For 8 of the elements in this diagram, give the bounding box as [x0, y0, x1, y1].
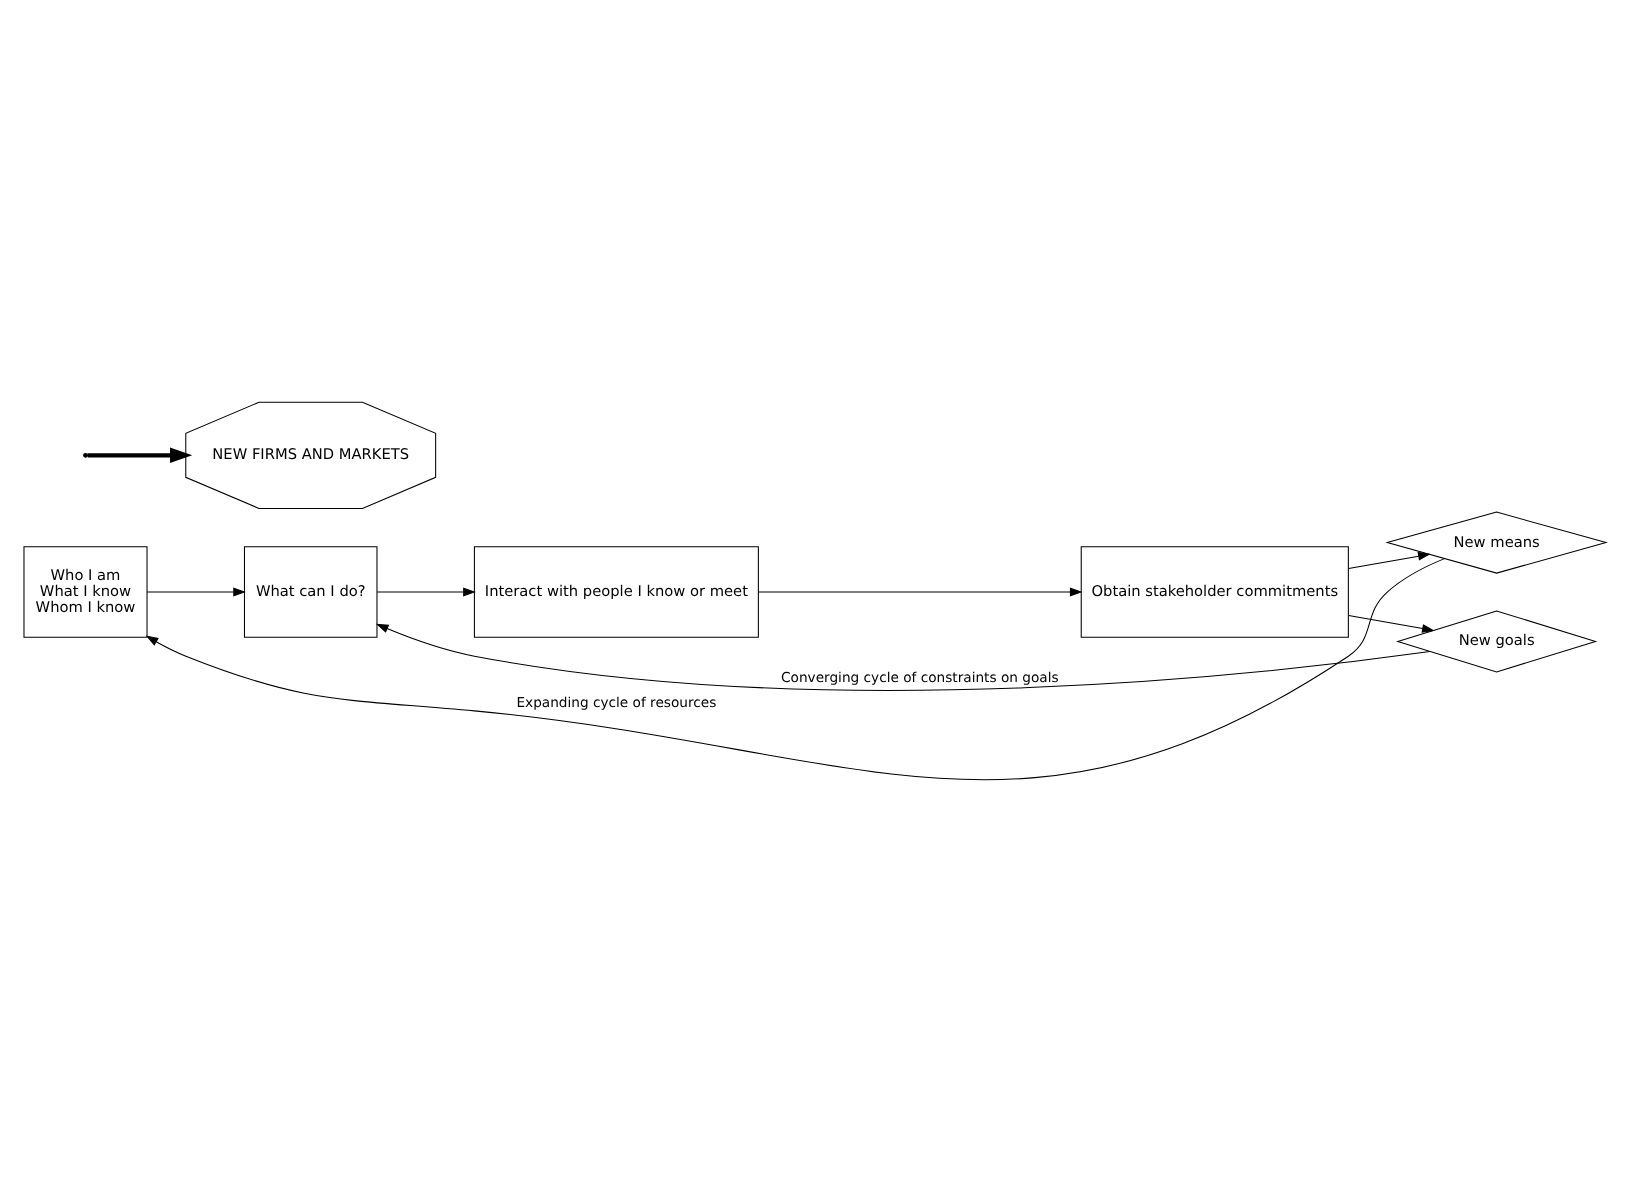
arrow [757, 586, 1083, 596]
arrow [375, 622, 1431, 690]
arrow [1348, 614, 1435, 632]
arrow [146, 586, 246, 596]
arrow [376, 586, 476, 596]
arrow [87, 446, 193, 463]
arrow [1348, 550, 1431, 569]
arrow [145, 557, 1445, 780]
